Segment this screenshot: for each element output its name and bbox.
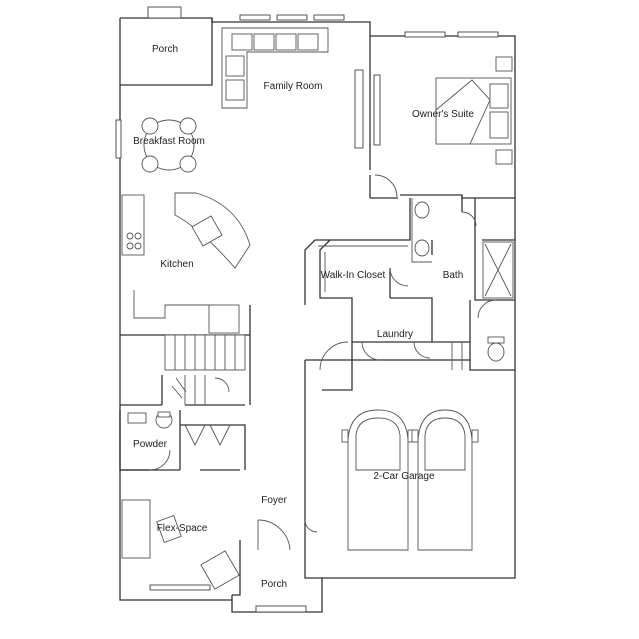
room-labels: Porch Family Room Owner's Suite Breakfas… — [133, 44, 474, 590]
interior-walls — [119, 18, 515, 596]
label-flex-space: Flex-Space — [157, 523, 208, 534]
label-laundry: Laundry — [377, 329, 413, 340]
label-breakfast-room: Breakfast Room — [133, 136, 205, 147]
label-kitchen: Kitchen — [160, 259, 193, 270]
label-bath: Bath — [443, 270, 464, 281]
desk — [121, 499, 151, 559]
label-powder: Powder — [133, 439, 168, 450]
label-family-room: Family Room — [264, 81, 323, 92]
label-porch-front: Porch — [261, 579, 287, 590]
label-walk-in-closet: Walk-In Closet — [321, 270, 386, 281]
label-porch-rear: Porch — [152, 44, 178, 55]
label-foyer: Foyer — [261, 495, 287, 506]
windows — [115, 6, 499, 613]
door-swings — [149, 211, 497, 551]
label-garage: 2-Car Garage — [373, 471, 435, 482]
breakfast-table — [143, 119, 195, 171]
furniture — [121, 27, 513, 590]
label-owners-suite: Owner's Suite — [412, 109, 474, 120]
